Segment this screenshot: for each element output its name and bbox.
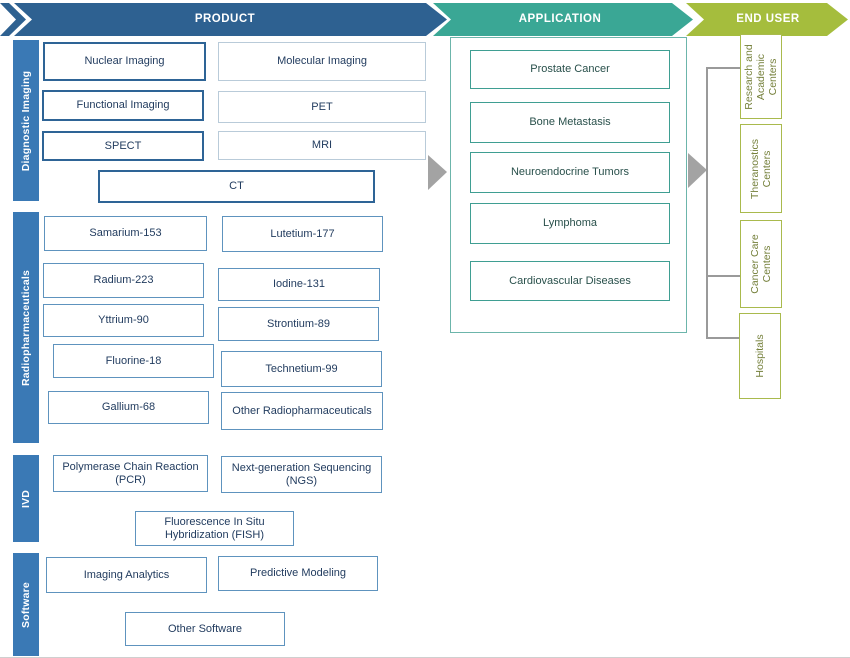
box-radium-223: Radium-223 [43, 263, 204, 298]
box-bone-metastasis: Bone Metastasis [470, 102, 670, 143]
box-strontium-89: Strontium-89 [218, 307, 379, 341]
arrow-right-icon [688, 153, 707, 188]
box-samarium-153: Samarium-153 [44, 216, 207, 251]
connector-vertical-line [706, 67, 708, 338]
header-banner-graphics [0, 3, 848, 36]
connector-line-hospitals [706, 337, 739, 339]
box-research-academic-centers: Research and Academic Centers [740, 34, 782, 119]
tab-ivd-label: IVD [20, 489, 32, 508]
tab-diagnostic-imaging-label: Diagnostic Imaging [20, 70, 32, 171]
arrow-right-icon [428, 155, 447, 190]
application-banner-arrow-icon [433, 3, 693, 36]
box-ngs: Next-generation Sequencing (NGS) [221, 456, 382, 493]
box-fish: Fluorescence In Situ Hybridization (FISH… [135, 511, 294, 546]
connector-line-cancer-care-centers [706, 275, 740, 277]
box-technetium-99: Technetium-99 [221, 351, 382, 387]
box-functional-imaging: Functional Imaging [42, 90, 204, 121]
box-iodine-131: Iodine-131 [218, 268, 380, 301]
box-molecular-imaging: Molecular Imaging [218, 42, 426, 81]
box-spect: SPECT [42, 131, 204, 161]
banner-label-application: APPLICATION [518, 13, 602, 25]
product-banner-arrow-icon [14, 3, 447, 36]
box-theranostics-centers-label: Theranostics Centers [748, 138, 773, 199]
box-gallium-68: Gallium-68 [48, 391, 209, 424]
end-user-banner-arrow-icon [686, 3, 848, 36]
box-cancer-care-centers-label: Cancer Care Centers [748, 234, 773, 294]
box-yttrium-90: Yttrium-90 [43, 304, 204, 337]
box-hospitals: Hospitals [739, 313, 781, 399]
box-neuroendocrine-tumors: Neuroendocrine Tumors [470, 152, 670, 193]
box-mri: MRI [218, 131, 426, 160]
box-other-software: Other Software [125, 612, 285, 646]
box-cardiovascular-diseases: Cardiovascular Diseases [470, 261, 670, 301]
box-pet: PET [218, 91, 426, 123]
box-prostate-cancer: Prostate Cancer [470, 50, 670, 89]
box-hospitals-label: Hospitals [753, 334, 766, 378]
box-pcr: Polymerase Chain Reaction (PCR) [53, 455, 208, 492]
banner-label-product: PRODUCT [194, 13, 256, 25]
box-imaging-analytics: Imaging Analytics [46, 557, 207, 593]
box-fluorine-18: Fluorine-18 [53, 344, 214, 378]
tab-radiopharmaceuticals: Radiopharmaceuticals [13, 212, 39, 443]
box-predictive-modeling: Predictive Modeling [218, 556, 378, 591]
box-lymphoma: Lymphoma [470, 203, 670, 244]
box-other-radiopharmaceuticals: Other Radiopharmaceuticals [221, 392, 383, 430]
tab-software-label: Software [20, 581, 32, 628]
tab-radiopharmaceuticals-label: Radiopharmaceuticals [20, 269, 32, 386]
tab-ivd: IVD [13, 455, 39, 542]
box-lutetium-177: Lutetium-177 [222, 216, 383, 252]
box-research-academic-centers-label: Research and Academic Centers [742, 43, 780, 110]
box-theranostics-centers: Theranostics Centers [740, 124, 782, 213]
tab-software: Software [13, 553, 39, 656]
banner-label-end-user: END USER [736, 13, 800, 25]
product-banner-tail-chevron-icon [0, 3, 26, 36]
box-nuclear-imaging: Nuclear Imaging [43, 42, 206, 81]
box-ct: CT [98, 170, 375, 203]
box-cancer-care-centers: Cancer Care Centers [740, 220, 782, 308]
connector-line-research-centers [706, 67, 740, 69]
tab-diagnostic-imaging: Diagnostic Imaging [13, 40, 39, 201]
